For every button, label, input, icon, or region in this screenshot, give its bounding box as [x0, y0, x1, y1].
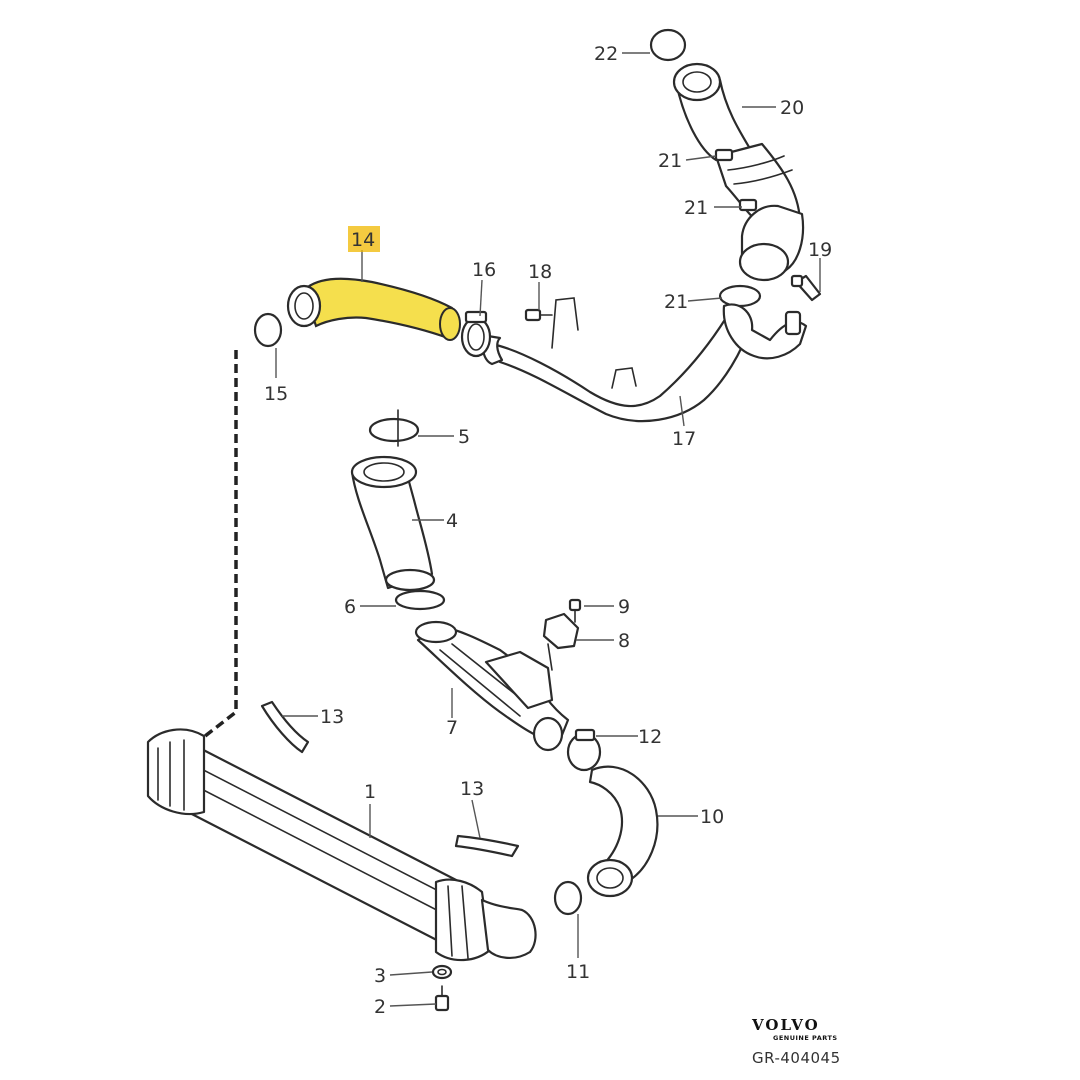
- part-5-o-ring: [368, 409, 420, 447]
- leader-lines: [275, 52, 821, 1007]
- callout-5: 5: [458, 426, 470, 448]
- part-14-fill: [302, 277, 458, 340]
- callout-11: 11: [566, 961, 590, 983]
- part-17-charge-pipe: [482, 297, 808, 423]
- callout-3: 3: [374, 965, 386, 987]
- part-21-clamps: [714, 148, 762, 308]
- part-12-clamp: [566, 728, 602, 772]
- callout-21-middle: 21: [684, 197, 708, 219]
- callout-14-highlight-box: [348, 226, 380, 252]
- callout-8: 8: [618, 630, 630, 652]
- part-6-o-ring: [394, 589, 446, 611]
- part-2-bolt: [434, 985, 450, 1012]
- callout-18: 18: [528, 261, 552, 283]
- callout-20: 20: [780, 97, 804, 119]
- volvo-logo: VOLVO GENUINE PARTS: [751, 1016, 838, 1042]
- part-11-o-ring: [553, 880, 583, 916]
- callout-4: 4: [446, 510, 458, 532]
- diagram-reference: GR-404045: [752, 1049, 841, 1067]
- part-16-clamp: [460, 310, 492, 358]
- part-8-bracket: [542, 612, 580, 650]
- part-1-intercooler: [146, 728, 537, 962]
- part-14-hose-highlighted: [286, 277, 461, 341]
- part-15-o-ring: [253, 312, 283, 348]
- callout-1: 1: [364, 781, 376, 803]
- logo-subtitle: GENUINE PARTS: [773, 1034, 838, 1042]
- callout-21-top: 21: [658, 150, 682, 172]
- part-13-seal-upper: [260, 700, 310, 754]
- connection-dashed-line: [198, 350, 238, 742]
- callout-16: 16: [472, 259, 496, 281]
- callout-14: 14: [351, 229, 375, 251]
- callout-12: 12: [638, 726, 662, 748]
- part-13-seal-lower: [454, 834, 520, 858]
- part-7-intake-pipe: [414, 620, 570, 752]
- callout-17: 17: [672, 428, 696, 450]
- callout-13-lower: 13: [460, 778, 484, 800]
- part-10-lower-hose: [586, 765, 659, 898]
- callout-numbers: 22 20 21 21 21 19 18 16 14 15 17 5 4 6 9…: [264, 43, 832, 1018]
- part-18-bolt: [524, 308, 553, 322]
- callout-6: 6: [344, 596, 356, 618]
- callout-10: 10: [700, 806, 724, 828]
- part-20-upper-hose: [672, 62, 805, 282]
- logo-wordmark: VOLVO: [751, 1016, 820, 1034]
- callout-2: 2: [374, 996, 386, 1018]
- part-22-o-ring: [649, 28, 687, 62]
- callout-9: 9: [618, 596, 630, 618]
- callout-7: 7: [446, 717, 458, 739]
- callout-19: 19: [808, 239, 832, 261]
- part-3-washer: [431, 964, 453, 980]
- part-4-elbow-pipe: [350, 455, 436, 592]
- part-9-screw: [568, 598, 582, 623]
- part-19-bolt: [790, 274, 822, 302]
- callout-15: 15: [264, 383, 288, 405]
- callout-22: 22: [594, 43, 618, 65]
- callout-21-bottom: 21: [664, 291, 688, 313]
- callout-13-upper: 13: [320, 706, 344, 728]
